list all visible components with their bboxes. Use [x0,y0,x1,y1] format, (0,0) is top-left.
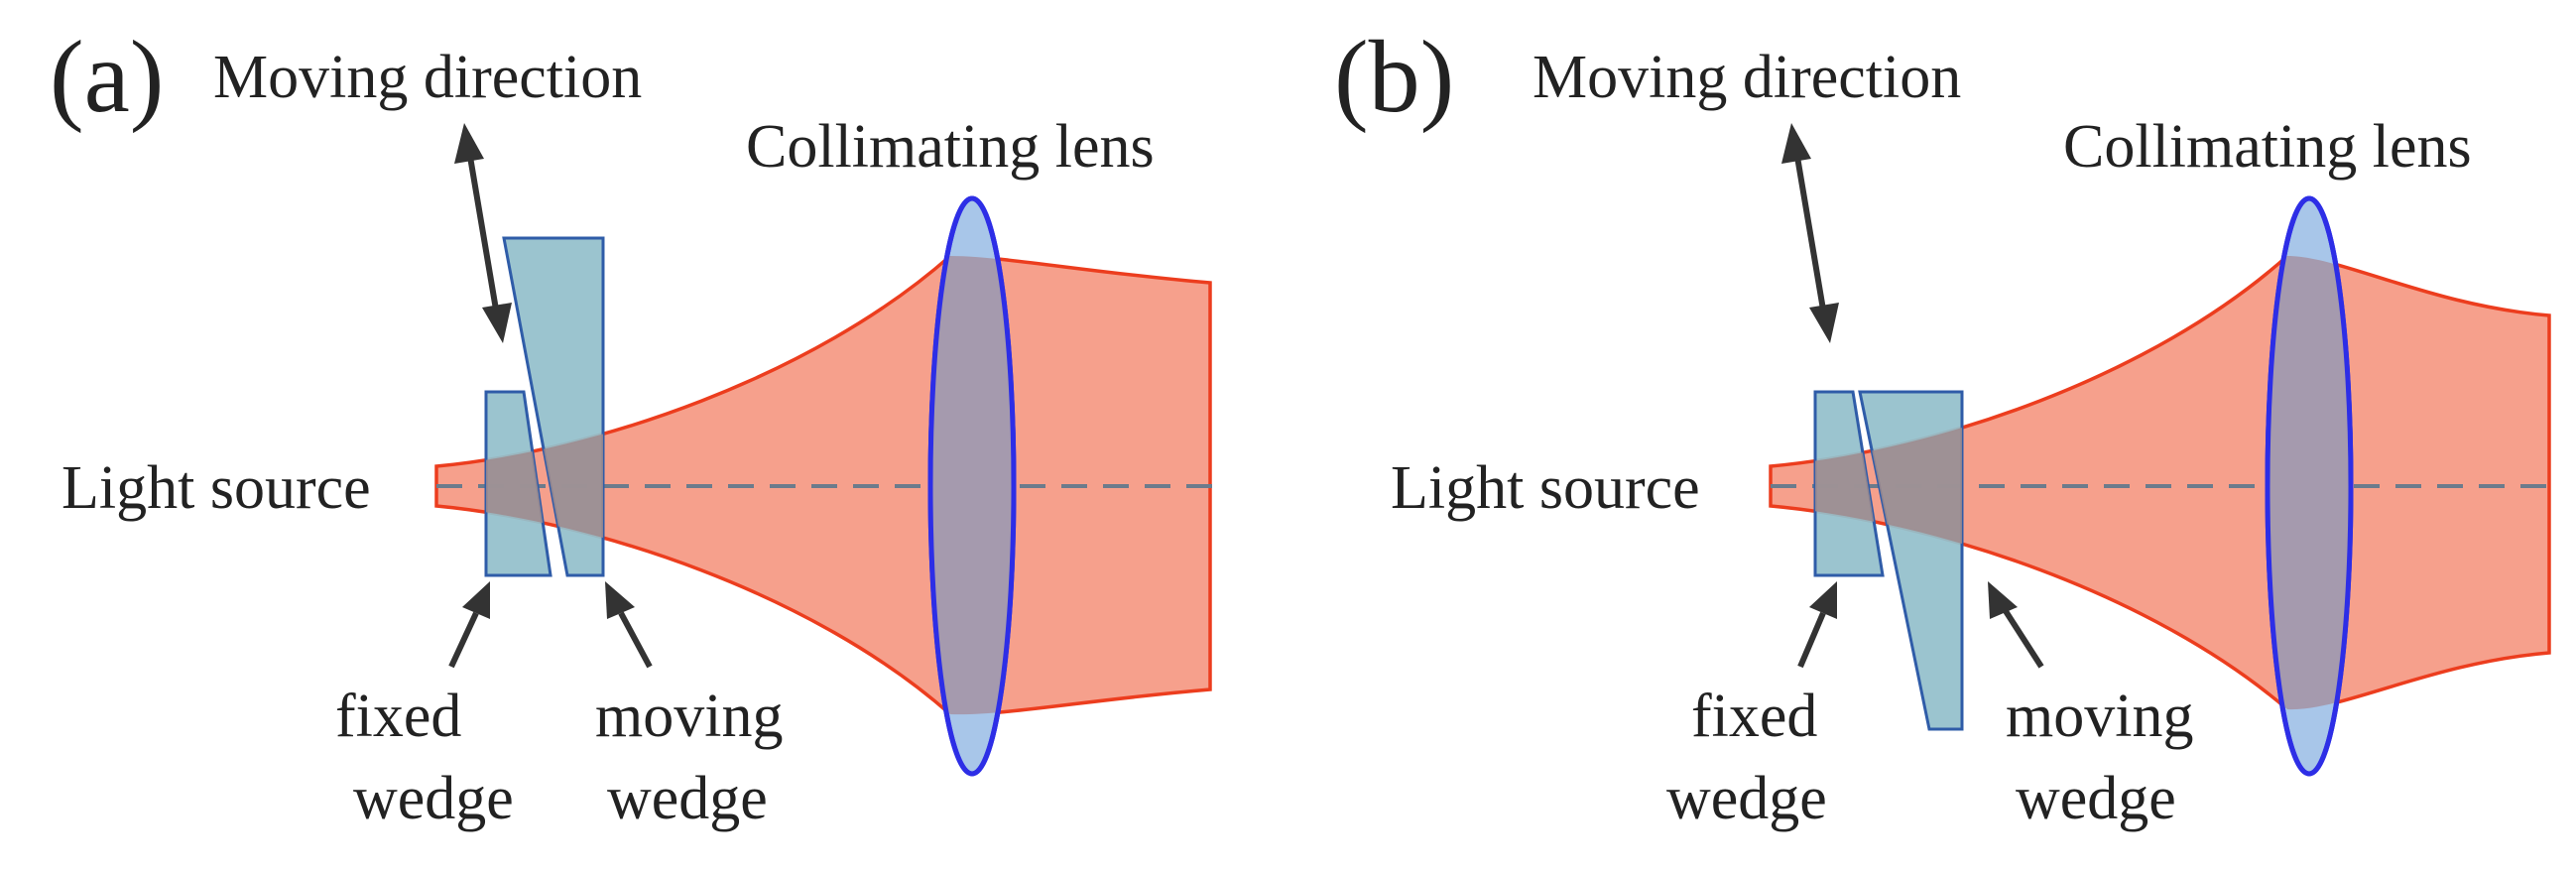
lens-outline [2265,195,2354,777]
panel-a: (a) Moving direction Collimating lens Li… [50,20,1220,832]
light-beam [1769,254,2551,711]
moving-wedge-label-line1: moving [595,683,783,750]
moving-wedge-arrow [605,581,653,669]
light-source-label: Light source [1391,454,1700,522]
moving-direction-label: Moving direction [213,44,642,111]
moving-direction-arrow [454,123,512,343]
fixed-wedge-label-line2: wedge [1666,765,1827,832]
moving-wedge-label-line1: moving [2006,683,2193,750]
collimating-lens-label: Collimating lens [2063,113,2472,181]
light-source-label: Light source [61,454,371,522]
moving-direction-arrow [1781,123,1839,343]
fixed-wedge-arrow [448,581,490,669]
panel-b: (b) Moving direction Collimating lens Li… [1334,20,2554,832]
moving-direction-label: Moving direction [1533,44,1961,111]
moving-wedge-arrow [1988,581,2044,669]
moving-wedge-label-line2: wedge [607,765,768,832]
fixed-wedge-label-line2: wedge [353,765,514,832]
fixed-wedge-label-line1: fixed [335,683,461,750]
moving-wedge-label-line2: wedge [2016,765,2176,832]
fixed-wedge-label-line1: fixed [1691,683,1817,750]
fixed-wedge-arrow [1797,581,1837,669]
lens-outline [927,195,1017,777]
panel-letter: (a) [50,20,164,134]
collimating-lens-label: Collimating lens [746,113,1155,181]
panel-letter: (b) [1334,20,1454,134]
